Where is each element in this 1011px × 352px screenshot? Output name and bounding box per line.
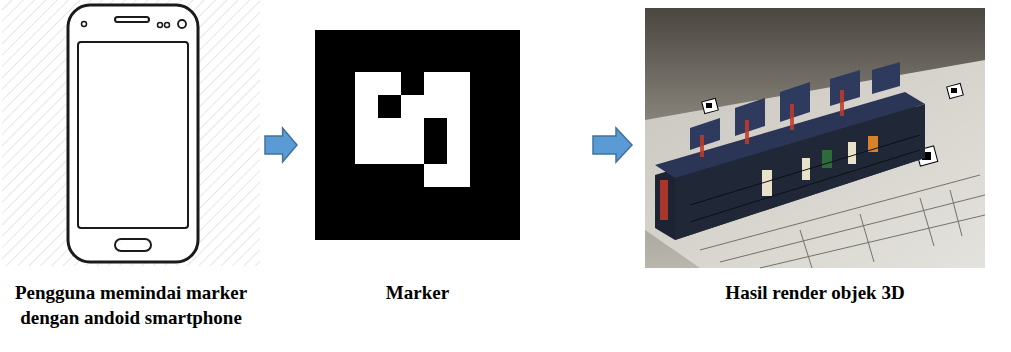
render-photo bbox=[645, 8, 985, 268]
illustration-panel: Marker bbox=[300, 0, 590, 310]
marker-illustration bbox=[315, 30, 520, 240]
panel-caption: Hasil render objek 3D bbox=[635, 281, 995, 306]
block-arrow bbox=[265, 128, 297, 162]
smartphone-illustration bbox=[2, 0, 260, 266]
panel-caption: Marker bbox=[300, 281, 535, 306]
panel-caption: Pengguna memindai marker dengan andoid s… bbox=[0, 281, 262, 330]
illustration-panel: Pengguna memindai marker dengan andoid s… bbox=[0, 0, 262, 334]
illustration-panel: Hasil render objek 3D bbox=[635, 0, 995, 310]
block-arrow bbox=[593, 128, 632, 162]
